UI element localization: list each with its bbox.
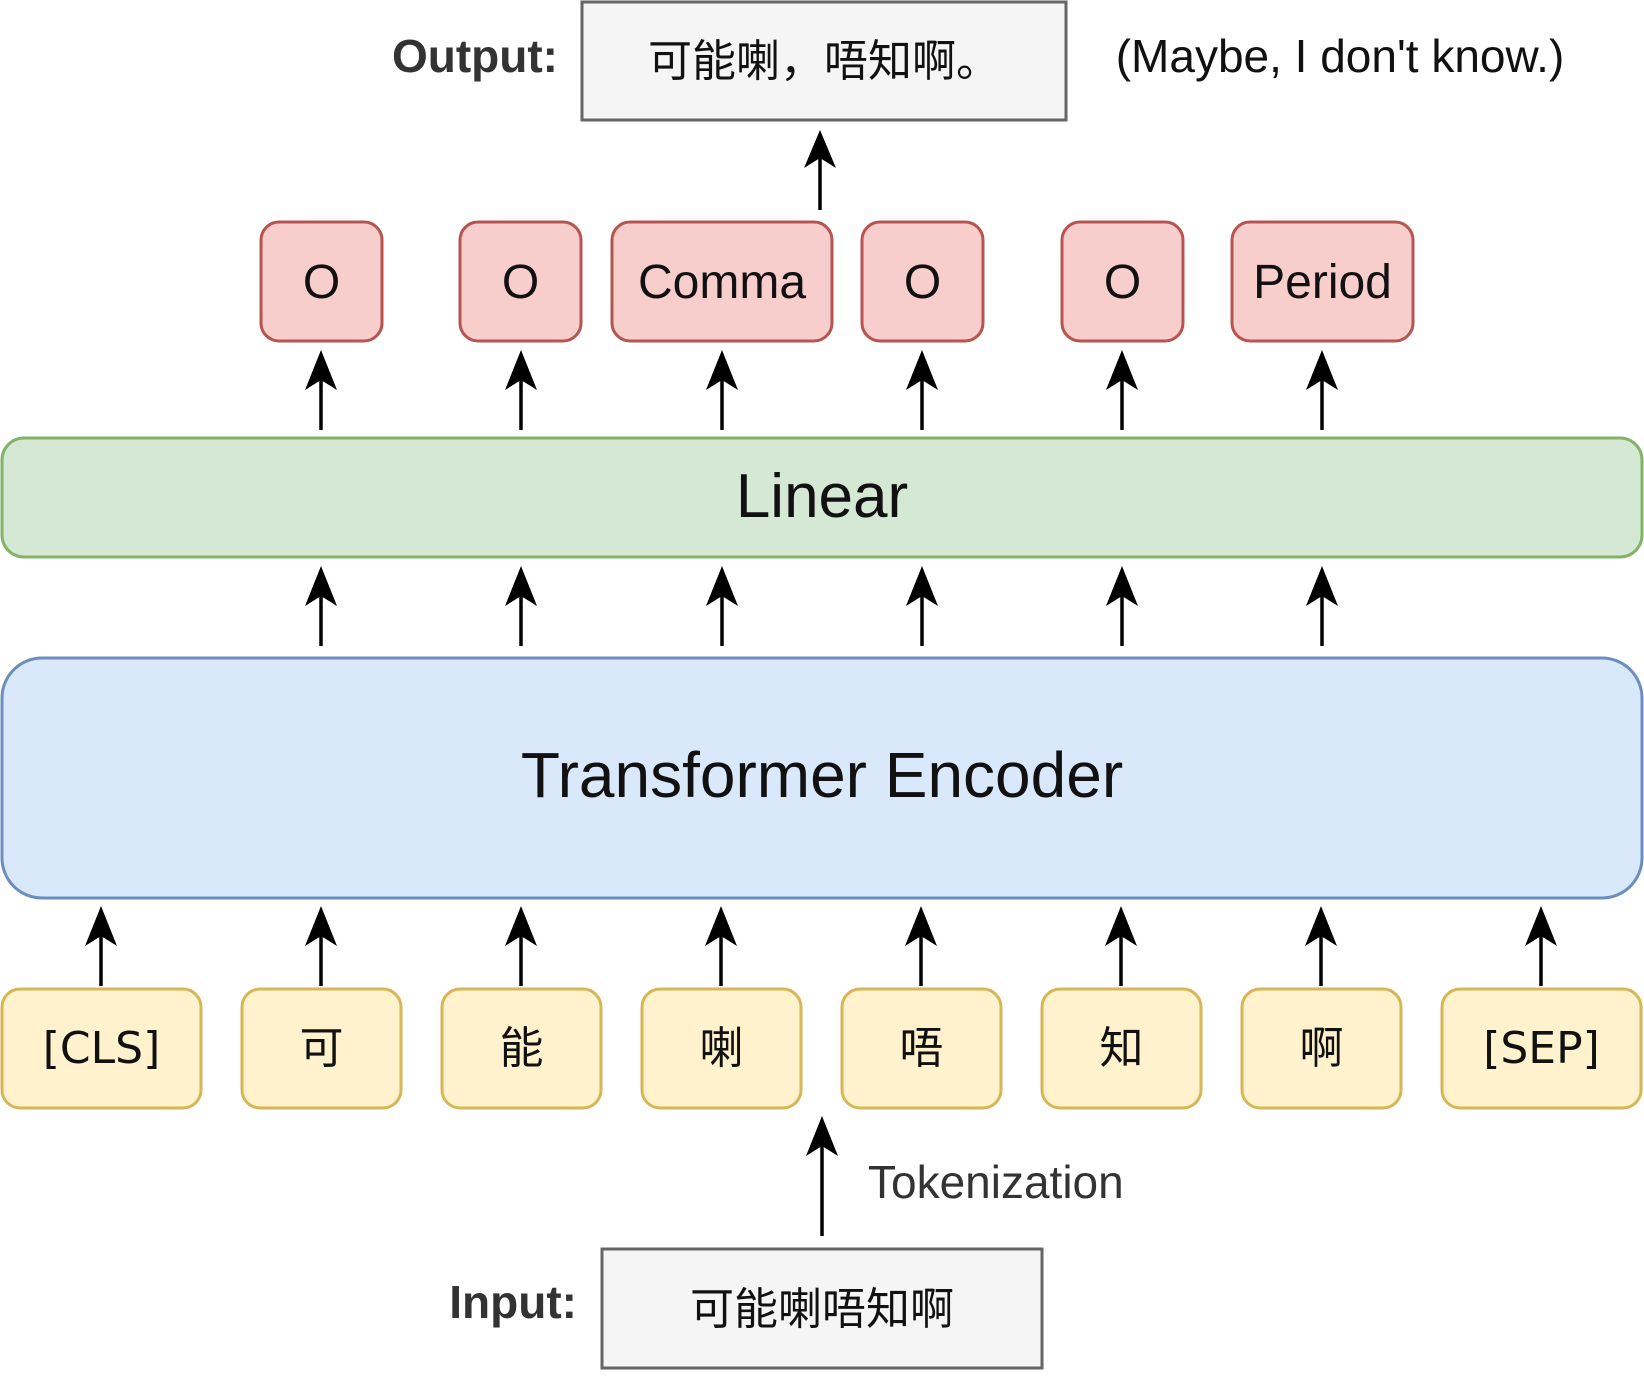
tokenization-arrow xyxy=(806,1116,838,1236)
input-label: Input: xyxy=(449,1276,577,1328)
input-row: Input: 可能喇唔知啊 xyxy=(449,1247,1044,1370)
tag-row: O O Comma O O Period xyxy=(259,220,1415,343)
transformer-encoder: Transformer Encoder xyxy=(0,656,1644,900)
token-label: [SEP] xyxy=(1483,1023,1600,1074)
tag-label: Period xyxy=(1253,256,1392,309)
token-label: 可 xyxy=(300,1023,344,1074)
tag-label: O xyxy=(303,256,340,309)
token-box: 喇 xyxy=(640,987,803,1110)
encoder-label: Transformer Encoder xyxy=(521,739,1123,811)
tag-label: O xyxy=(904,256,941,309)
tag-box: Period xyxy=(1230,220,1415,343)
tag-label: O xyxy=(502,256,539,309)
tag-label: O xyxy=(1104,256,1141,309)
token-box: 能 xyxy=(440,987,603,1110)
token-box: 啊 xyxy=(1240,987,1403,1110)
token-row: [CLS] 可 能 喇 唔 知 啊 [SEP] xyxy=(0,987,1643,1110)
linear-label: Linear xyxy=(736,462,908,531)
output-translation: (Maybe, I don't know.) xyxy=(1116,30,1565,82)
token-box: [SEP] xyxy=(1440,987,1643,1110)
input-text: 可能喇唔知啊 xyxy=(690,1284,954,1335)
token-label: [CLS] xyxy=(43,1023,161,1074)
input-box xyxy=(600,1247,1044,1370)
token-label: 啊 xyxy=(1300,1023,1344,1074)
token-label: 能 xyxy=(500,1023,544,1074)
linear-to-tag-arrows xyxy=(305,350,1338,430)
output-row: Output: 可能喇，唔知啊。 (Maybe, I don't know.) xyxy=(392,0,1565,122)
output-text: 可能喇，唔知啊。 xyxy=(648,36,1000,87)
output-label: Output: xyxy=(392,30,558,82)
encoder-to-linear-arrows xyxy=(305,566,1338,646)
output-arrow xyxy=(804,130,836,210)
token-label: 喇 xyxy=(700,1023,744,1074)
tag-box: O xyxy=(860,220,985,343)
token-box: 知 xyxy=(1040,987,1203,1110)
token-box: 唔 xyxy=(840,987,1003,1110)
token-box: [CLS] xyxy=(0,987,203,1110)
tag-box: O xyxy=(259,220,384,343)
token-box: 可 xyxy=(240,987,403,1110)
token-to-encoder-arrows xyxy=(85,906,1557,986)
tag-box: O xyxy=(458,220,583,343)
tag-box: Comma xyxy=(610,220,834,343)
tokenization-label: Tokenization xyxy=(868,1156,1124,1208)
tag-label: Comma xyxy=(638,256,806,309)
token-label: 知 xyxy=(1100,1023,1144,1074)
tag-box: O xyxy=(1060,220,1185,343)
output-box xyxy=(580,0,1068,122)
token-label: 唔 xyxy=(900,1023,944,1074)
linear-layer: Linear xyxy=(0,436,1644,559)
